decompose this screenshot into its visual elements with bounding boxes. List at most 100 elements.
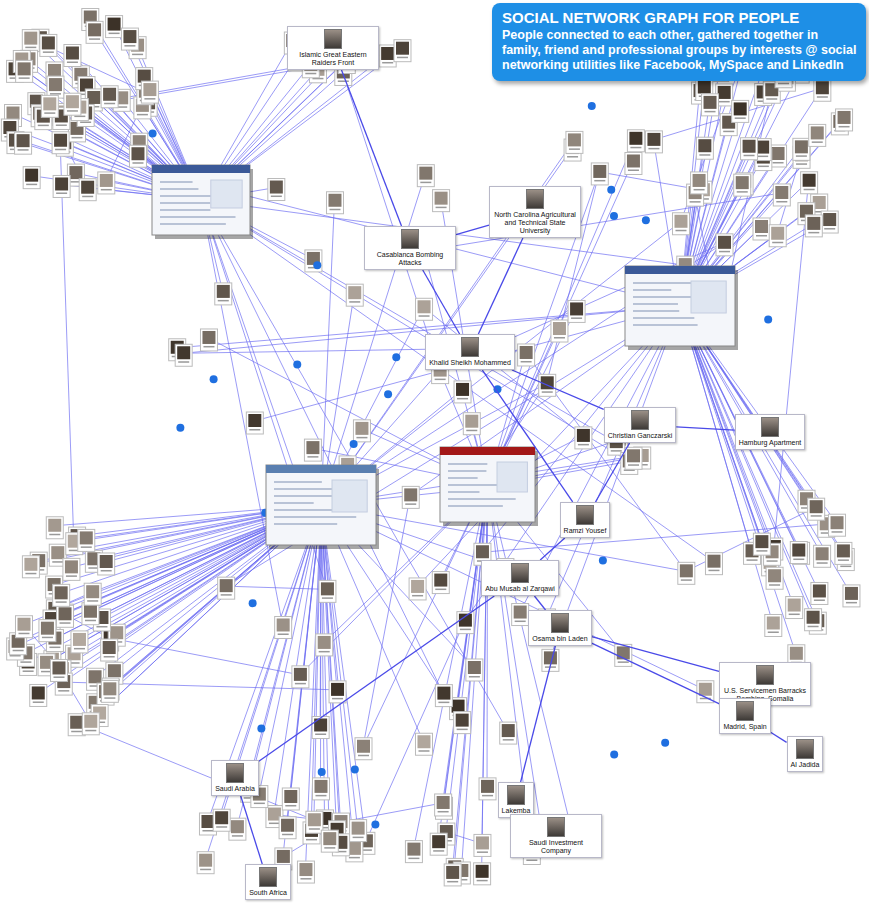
profile-thumb bbox=[518, 344, 535, 366]
profile-thumb bbox=[474, 863, 491, 885]
photo-thumb bbox=[226, 763, 244, 783]
profile-thumb bbox=[71, 631, 88, 653]
blue-dot bbox=[210, 375, 218, 383]
profile-thumb bbox=[321, 830, 338, 852]
profile-thumb bbox=[121, 28, 138, 50]
profile-thumb bbox=[218, 577, 235, 599]
profile-thumb bbox=[672, 213, 689, 235]
profile-thumb bbox=[101, 639, 118, 661]
profile-thumb bbox=[353, 420, 370, 442]
connector bbox=[676, 427, 734, 430]
profile-thumb bbox=[627, 130, 644, 152]
network-line bbox=[110, 638, 300, 675]
person-card: Lakemba bbox=[498, 782, 535, 818]
profile-thumb bbox=[402, 486, 419, 508]
blue-dot bbox=[392, 353, 400, 361]
profile-thumb bbox=[769, 225, 786, 247]
profile-thumb bbox=[319, 580, 336, 602]
profile-thumb bbox=[732, 100, 749, 122]
profile-thumb bbox=[98, 553, 115, 575]
profile-thumb bbox=[463, 413, 480, 435]
profile-thumb bbox=[836, 109, 853, 131]
profile-thumb bbox=[50, 659, 67, 681]
connector bbox=[592, 637, 719, 672]
profile-thumb bbox=[316, 634, 333, 656]
connector bbox=[771, 732, 787, 742]
network-line bbox=[680, 306, 794, 606]
blue-dot bbox=[588, 102, 596, 110]
connector bbox=[595, 443, 629, 502]
profile-thumb bbox=[47, 76, 64, 98]
profile-thumb bbox=[542, 649, 559, 671]
profile-thumb bbox=[15, 616, 32, 638]
caption: People connected to each other, gathered… bbox=[502, 28, 858, 73]
blue-dot bbox=[610, 212, 618, 220]
person-name: Abu Musab al Zarqawi bbox=[485, 585, 555, 593]
profile-thumb bbox=[705, 553, 722, 575]
profile-thumb bbox=[430, 833, 447, 855]
blue-dot bbox=[313, 261, 321, 269]
profile-thumb bbox=[64, 44, 81, 66]
profile-thumb bbox=[415, 733, 432, 755]
photo-thumb bbox=[511, 563, 529, 583]
photo-thumb bbox=[526, 189, 544, 209]
profile-thumb bbox=[215, 283, 232, 305]
connector bbox=[478, 238, 523, 334]
person-card: Abu Musab al Zarqawi bbox=[481, 560, 559, 596]
profile-thumb bbox=[305, 250, 322, 272]
title-banner: SOCIAL NETWORK GRAPH FOR PEOPLEPeople co… bbox=[492, 3, 866, 81]
profile-thumb bbox=[22, 556, 39, 578]
person-card: North Carolina Agricultural and Technica… bbox=[489, 186, 581, 238]
profile-thumb bbox=[454, 381, 471, 403]
photo-thumb bbox=[796, 739, 814, 759]
profile-thumb bbox=[312, 716, 329, 738]
network-line bbox=[680, 306, 817, 621]
blue-dot bbox=[149, 130, 157, 138]
website-screenshot bbox=[152, 165, 253, 239]
person-card: Osama bin Laden bbox=[528, 610, 591, 646]
profile-thumb bbox=[773, 184, 790, 206]
profile-thumb bbox=[297, 861, 314, 883]
person-card: Hamburg Apartment bbox=[735, 414, 806, 450]
person-name: Osama bin Laden bbox=[532, 635, 587, 643]
photo-thumb bbox=[401, 229, 419, 249]
profile-thumb bbox=[275, 616, 292, 638]
connector bbox=[241, 796, 263, 864]
profile-thumb bbox=[716, 234, 733, 256]
profile-thumb bbox=[678, 562, 695, 584]
profile-thumb bbox=[15, 132, 32, 154]
person-name: Al Jadida bbox=[791, 761, 820, 769]
profile-thumb bbox=[304, 439, 321, 461]
network-line bbox=[653, 88, 821, 140]
person-card: Al Jadida bbox=[787, 736, 824, 772]
network-line bbox=[55, 85, 201, 200]
profile-thumb bbox=[591, 163, 608, 185]
blue-dot bbox=[293, 361, 301, 369]
photo-thumb bbox=[551, 613, 569, 633]
profile-thumb bbox=[197, 852, 214, 874]
connector bbox=[521, 646, 556, 782]
profile-thumb bbox=[229, 818, 246, 840]
profile-thumb bbox=[409, 578, 426, 600]
profile-thumb bbox=[46, 517, 63, 539]
profile-thumb bbox=[474, 834, 491, 856]
profile-thumb bbox=[435, 794, 452, 816]
profile-thumb bbox=[753, 533, 770, 555]
profile-thumb bbox=[53, 175, 70, 197]
profile-thumb bbox=[350, 820, 367, 842]
blue-dot bbox=[257, 725, 265, 733]
network-line bbox=[321, 201, 334, 505]
connector bbox=[341, 70, 401, 226]
person-name: Saudi Arabia bbox=[215, 785, 255, 793]
photo-thumb bbox=[547, 817, 565, 837]
profile-thumb bbox=[811, 582, 828, 604]
website-screenshot bbox=[266, 465, 379, 549]
blue-dot bbox=[642, 216, 650, 224]
network-line bbox=[221, 505, 321, 818]
network-line bbox=[80, 75, 201, 200]
profile-thumb bbox=[23, 167, 40, 189]
blue-dot bbox=[607, 186, 615, 194]
profile-thumb bbox=[16, 60, 33, 82]
network-line bbox=[183, 349, 459, 354]
connector bbox=[259, 596, 494, 761]
